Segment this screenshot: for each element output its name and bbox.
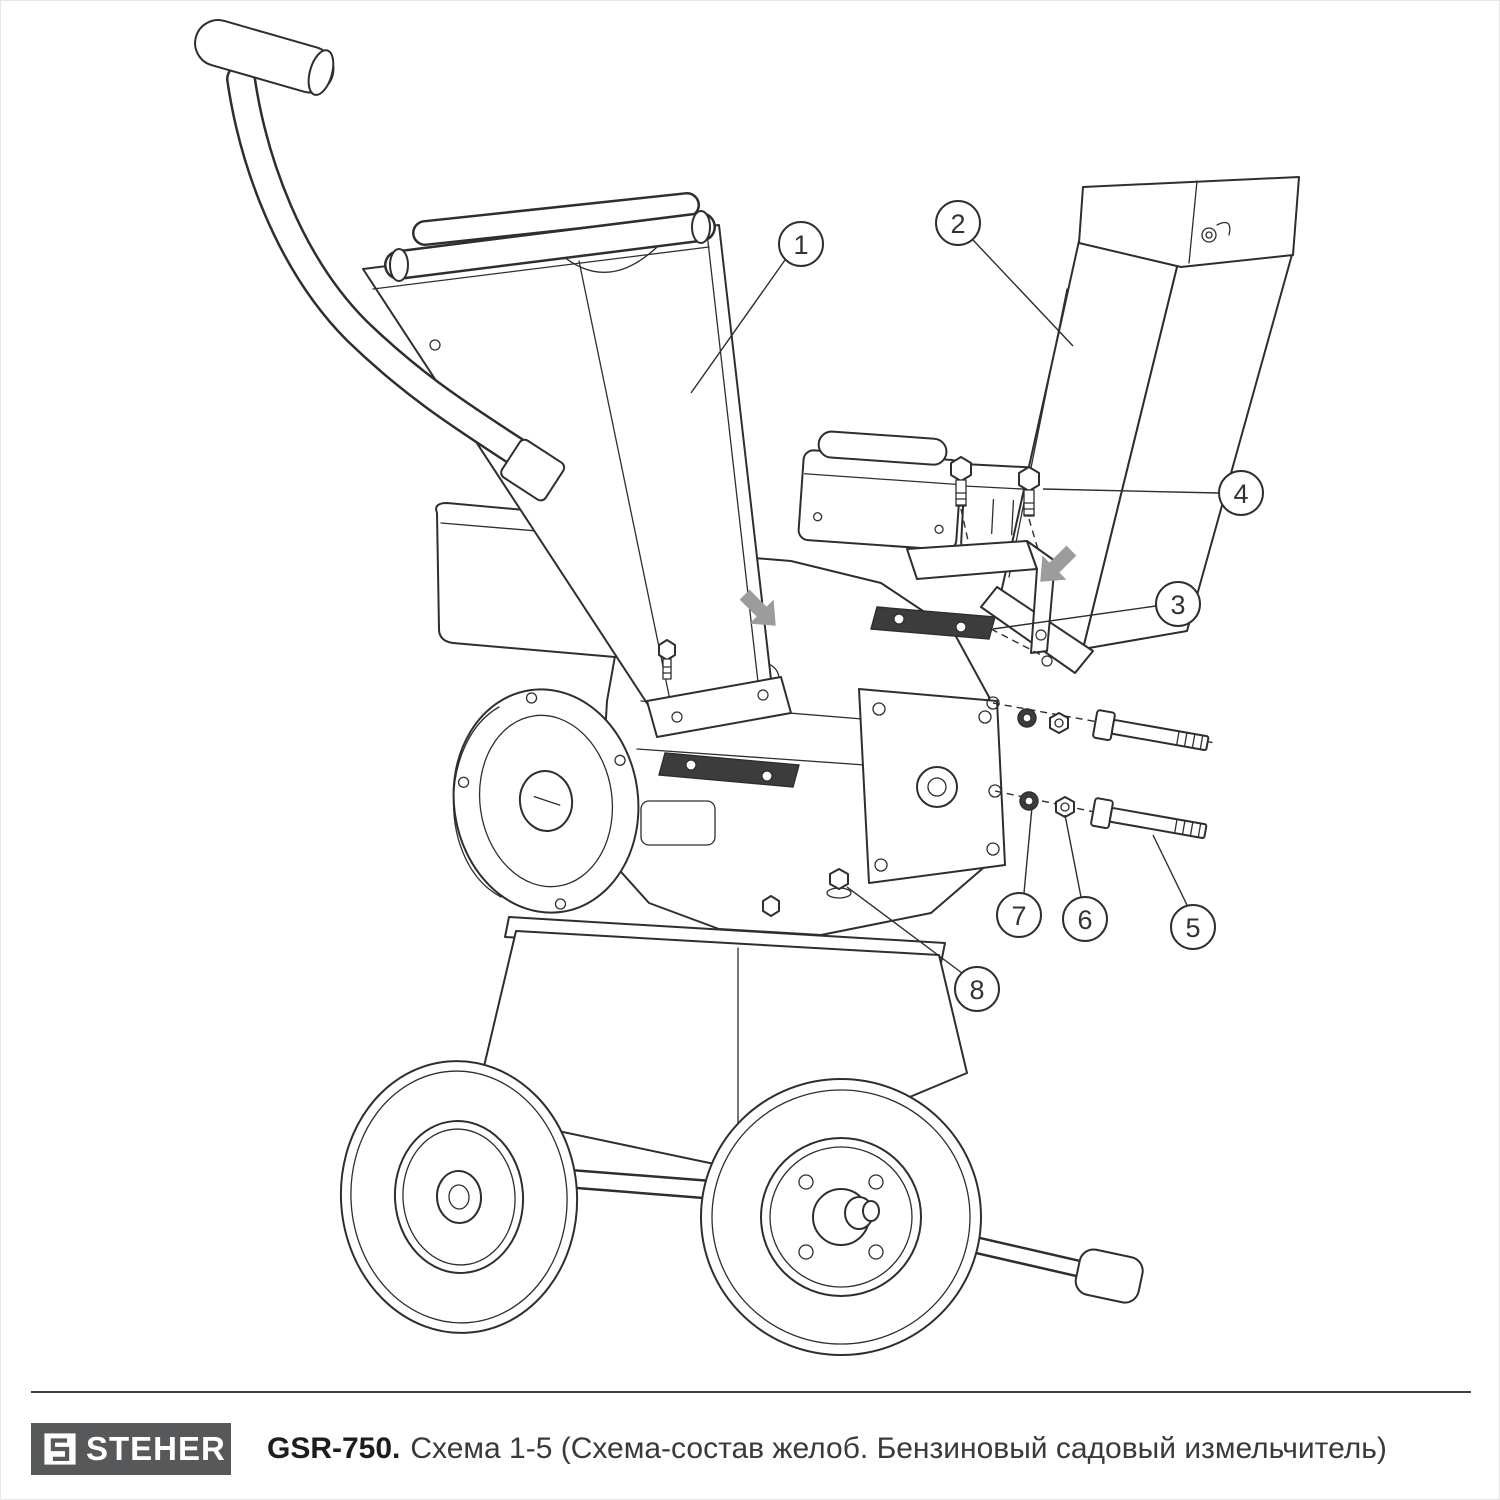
left-chute-flange — [646, 676, 792, 738]
handle-sleeve — [500, 438, 566, 502]
engine-base-bolt — [762, 895, 780, 917]
left-feed-chute — [362, 192, 792, 738]
callout-2-label: 2 — [950, 209, 965, 239]
callout-1: 1 — [690, 221, 824, 394]
nut-6a — [1049, 712, 1069, 734]
footer: STEHER GSR-750. Схема 1-5 (Схема-состав ж… — [1, 1391, 1499, 1475]
bolt-4b — [1018, 466, 1040, 554]
callout-4: 4 — [1042, 470, 1264, 516]
callout-4-label: 4 — [1233, 479, 1248, 509]
frame-and-wheels — [339, 916, 1144, 1356]
bolt-5b — [1090, 797, 1208, 839]
steher-logo: STEHER — [31, 1423, 231, 1475]
washer-7a — [1017, 708, 1037, 728]
callout-8-label: 8 — [969, 975, 984, 1005]
callout-6: 6 — [1062, 814, 1108, 942]
callout-6-label: 6 — [1077, 905, 1092, 935]
base-bolt-8 — [826, 868, 852, 899]
callout-3-label: 3 — [1170, 590, 1185, 620]
callout-7-label: 7 — [1011, 901, 1026, 931]
right-feed-arrow-icon — [1040, 545, 1077, 582]
footer-row: STEHER GSR-750. Схема 1-5 (Схема-состав ж… — [31, 1423, 1469, 1475]
footer-divider — [31, 1391, 1471, 1393]
exploded-diagram: 1 2 3 4 — [1, 1, 1500, 1391]
callout-8: 8 — [846, 886, 1000, 1012]
callout-5-label: 5 — [1185, 913, 1200, 943]
feed-direction-arrows — [739, 545, 1077, 626]
gearbox-cover — [858, 688, 1006, 884]
recoil-starter — [452, 688, 640, 914]
handle-grip — [194, 19, 335, 96]
chipper-illustration: 1 2 3 4 — [194, 19, 1300, 1356]
right-feed-chute — [980, 176, 1300, 674]
steher-logo-icon — [43, 1432, 77, 1466]
handle — [194, 19, 566, 502]
blade-plate-3 — [870, 606, 996, 640]
bolt-4a — [950, 456, 972, 546]
left-chute-bolt — [658, 639, 676, 680]
logo-text: STEHER — [86, 1430, 226, 1467]
nut-6b — [1055, 796, 1075, 818]
left-feed-arrow-icon — [739, 589, 776, 626]
callout-2: 2 — [935, 200, 1074, 347]
bolt-5a — [1092, 709, 1210, 751]
right-wheel — [700, 1078, 982, 1356]
washer-7b — [1019, 791, 1039, 811]
caption-text: Схема 1-5 (Схема-состав желоб. Бензиновы… — [410, 1432, 1387, 1465]
left-wheel — [339, 1060, 579, 1334]
lower-blade-plate — [658, 752, 800, 788]
right-chute-cap — [1078, 176, 1300, 268]
callout-1-label: 1 — [793, 230, 808, 260]
hopper-rim — [384, 192, 716, 282]
model-number: GSR-750. — [267, 1432, 401, 1465]
callouts: 1 2 3 4 — [690, 200, 1264, 1012]
callout-5: 5 — [1152, 834, 1216, 950]
callout-3: 3 — [992, 581, 1201, 630]
diagram-caption: GSR-750. Схема 1-5 (Схема-состав желоб. Б… — [267, 1432, 1387, 1466]
callout-7: 7 — [996, 806, 1042, 938]
air-filter — [797, 430, 963, 551]
